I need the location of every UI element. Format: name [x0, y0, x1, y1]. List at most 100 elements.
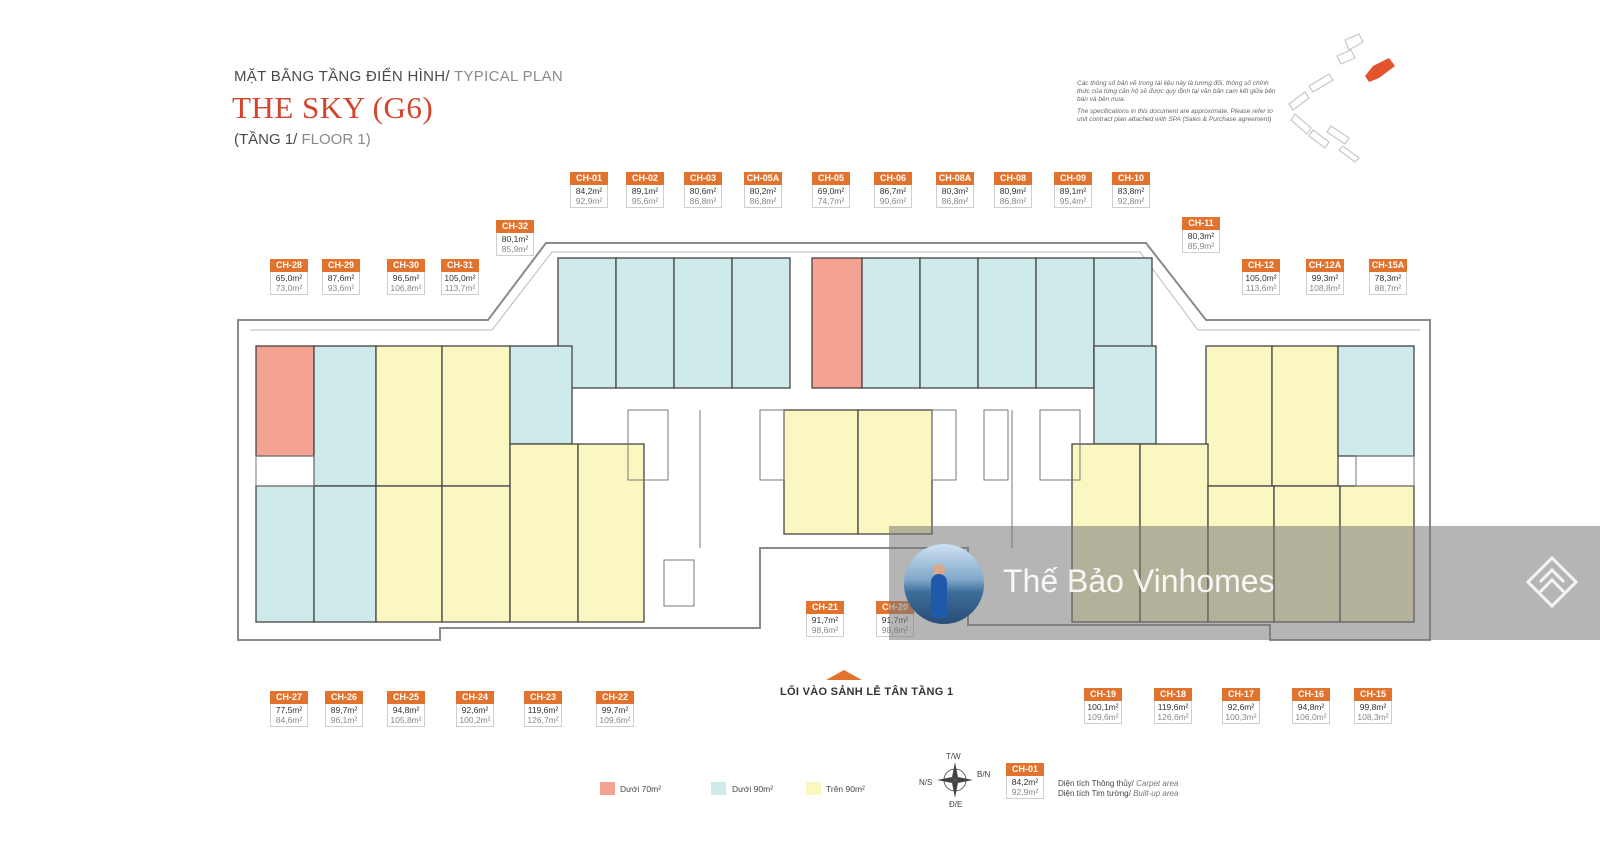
unit-CH-06[interactable] [861, 257, 921, 389]
unit-code: CH-19 [1084, 688, 1122, 701]
watermark-avatar [904, 544, 984, 624]
unit-CH-24[interactable] [441, 485, 511, 623]
builtup-area: 92,8m² [1117, 196, 1145, 206]
unit-CH-31[interactable] [441, 345, 511, 487]
builtup-area: 96,1m² [330, 715, 358, 725]
carpet-area: 80,1m² [501, 234, 529, 244]
unit-CH-23[interactable] [509, 443, 579, 623]
legend-swatch-medium [711, 782, 726, 795]
unit-CH-12[interactable] [1205, 345, 1273, 487]
unit-CH-05A[interactable] [731, 257, 791, 389]
floor-en: FLOOR 1) [297, 131, 371, 148]
builtup-area: 86,8m² [749, 196, 777, 206]
carpet-area: 89,1m² [1059, 186, 1087, 196]
unit-CH-27[interactable] [255, 485, 315, 623]
unit-code: CH-32 [496, 220, 534, 233]
builtup-area: 84,6m² [275, 715, 303, 725]
disclaimer-en: The specifications in this document are … [1077, 108, 1273, 123]
unit-CH-25[interactable] [375, 485, 443, 623]
builtup-area: 98,6m² [811, 625, 839, 635]
unit-CH-20[interactable] [857, 409, 933, 535]
builtup-area: 85,9m² [501, 244, 529, 254]
unit-code: CH-09 [1054, 172, 1092, 185]
builtup-area: 113,7m² [444, 283, 476, 293]
unit-CH-32[interactable] [509, 345, 573, 445]
unit-code: CH-17 [1222, 688, 1260, 701]
unit-CH-09[interactable] [1035, 257, 1095, 389]
unit-CH-05[interactable] [811, 257, 863, 389]
unit-CH-29[interactable] [313, 345, 377, 487]
builtup-area: 113,6m² [1245, 283, 1277, 293]
unit-CH-26[interactable] [313, 485, 377, 623]
carpet-area: 91,7m² [811, 615, 839, 625]
carpet-area: 99,8m² [1359, 702, 1387, 712]
carpet-area: 80,3m² [1187, 231, 1215, 241]
unit-code: CH-30 [387, 259, 425, 272]
unit-CH-12A[interactable] [1271, 345, 1339, 487]
unit-CH-21[interactable] [783, 409, 859, 535]
carpet-area: 99,7m² [601, 705, 629, 715]
disclaimer: Các thông số bản vẽ trong tài liệu này l… [1077, 80, 1277, 128]
unit-CH-08A[interactable] [919, 257, 979, 389]
key-builtup-label: Diện tích Tim tường/ Built-up area [1058, 789, 1178, 798]
unit-code: CH-12A [1306, 259, 1344, 272]
unit-CH-28[interactable] [255, 345, 315, 457]
builtup-area: 108,3m² [1357, 712, 1389, 722]
unit-CH-02[interactable] [615, 257, 675, 389]
unit-code: CH-26 [325, 691, 363, 704]
unit-code: CH-12 [1242, 259, 1280, 272]
compass-east: B/N [977, 770, 991, 779]
entrance-label: LỐI VÀO SẢNH LỄ TÂN TẦNG 1 [780, 686, 954, 698]
unit-CH-08[interactable] [977, 257, 1037, 389]
builtup-area: 86,8m² [941, 196, 969, 206]
carpet-area: 80,2m² [749, 186, 777, 196]
carpet-area: 89,1m² [631, 186, 659, 196]
unit-CH-03[interactable] [673, 257, 733, 389]
unit-CH-22[interactable] [577, 443, 645, 623]
unit-CH-11[interactable] [1093, 345, 1157, 445]
unit-CH-30[interactable] [375, 345, 443, 487]
builtup-area: 86,8m² [999, 196, 1027, 206]
carpet-area: 89,7m² [330, 705, 358, 715]
unit-CH-15A[interactable] [1337, 345, 1415, 457]
unit-code: CH-24 [456, 691, 494, 704]
avatar-head [933, 564, 945, 576]
